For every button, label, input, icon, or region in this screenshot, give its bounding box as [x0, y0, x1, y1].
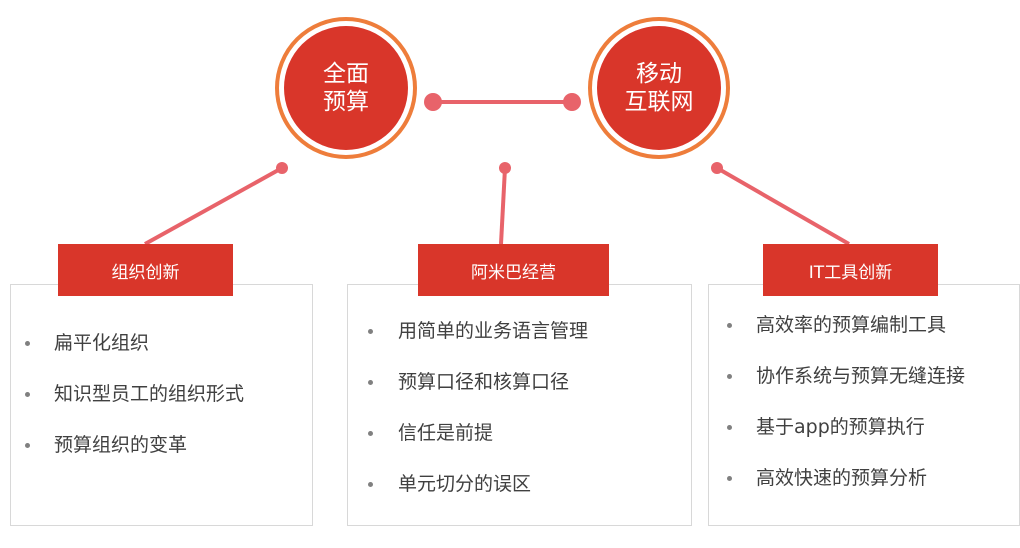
- node-label-line2: 互联网: [624, 89, 694, 115]
- list-item: 预算组织的变革: [11, 433, 312, 457]
- list-item: 用简单的业务语言管理: [348, 319, 691, 343]
- connector-middle: [499, 167, 507, 245]
- list-item: 基于app的预算执行: [709, 415, 1019, 439]
- connector-left: [144, 166, 283, 246]
- list-item: 协作系统与预算无缝连接: [709, 364, 1019, 388]
- bullet-list: 高效率的预算编制工具 协作系统与预算无缝连接 基于app的预算执行 高效快速的预…: [709, 285, 1019, 490]
- node-comprehensive-budget-inner: 全面 预算: [284, 26, 408, 150]
- bullet-list: 用简单的业务语言管理 预算口径和核算口径 信任是前提 单元切分的误区: [348, 285, 691, 496]
- list-item-text: 扁平化组织: [54, 332, 150, 354]
- list-item: 预算口径和核算口径: [348, 370, 691, 394]
- column-title-amoeba: 阿米巴经营: [418, 244, 609, 296]
- bullet-dot: [368, 482, 373, 487]
- bullet-list: 扁平化组织 知识型员工的组织形式 预算组织的变革: [11, 285, 312, 457]
- bullet-dot: [25, 341, 30, 346]
- node-mobile-internet: 移动 互联网: [588, 17, 730, 159]
- list-item-text: 单元切分的误区: [398, 473, 532, 495]
- list-item: 信任是前提: [348, 421, 691, 445]
- bullet-dot: [25, 443, 30, 448]
- list-item-text: 高效率的预算编制工具: [756, 314, 947, 336]
- connector-right: [716, 166, 850, 246]
- link-dot-right: [563, 93, 581, 111]
- bullet-dot: [368, 380, 373, 385]
- list-item-text: 基于app的预算执行: [756, 416, 925, 438]
- bullet-dot: [727, 476, 732, 481]
- list-item-text: 知识型员工的组织形式: [54, 383, 245, 405]
- bullet-dot: [727, 425, 732, 430]
- bullet-dot: [368, 431, 373, 436]
- column-box-organization: 扁平化组织 知识型员工的组织形式 预算组织的变革: [10, 284, 313, 526]
- bullet-dot: [25, 392, 30, 397]
- column-box-amoeba: 用简单的业务语言管理 预算口径和核算口径 信任是前提 单元切分的误区: [347, 284, 692, 526]
- column-title-organization: 组织创新: [58, 244, 233, 296]
- bullet-dot: [727, 374, 732, 379]
- list-item-text: 预算口径和核算口径: [398, 371, 570, 393]
- connector-right-dot: [711, 162, 723, 174]
- bullet-dot: [368, 329, 373, 334]
- connector-middle-dot: [499, 162, 511, 174]
- node-mobile-internet-inner: 移动 互联网: [597, 26, 721, 150]
- link-dot-left: [424, 93, 442, 111]
- list-item: 高效快速的预算分析: [709, 466, 1019, 490]
- list-item-text: 协作系统与预算无缝连接: [756, 365, 966, 387]
- node-label-line1: 移动: [636, 61, 682, 87]
- list-item: 高效率的预算编制工具: [709, 313, 1019, 337]
- column-title-it-tools: IT工具创新: [763, 244, 938, 296]
- list-item-text: 预算组织的变革: [54, 434, 188, 456]
- list-item: 知识型员工的组织形式: [11, 382, 312, 406]
- node-label-line2: 预算: [323, 89, 369, 115]
- list-item-text: 信任是前提: [398, 422, 494, 444]
- list-item: 扁平化组织: [11, 331, 312, 355]
- list-item-text: 高效快速的预算分析: [756, 467, 928, 489]
- bullet-dot: [727, 323, 732, 328]
- node-comprehensive-budget: 全面 预算: [275, 17, 417, 159]
- node-label-line1: 全面: [323, 61, 369, 87]
- list-item-text: 用简单的业务语言管理: [398, 320, 589, 342]
- list-item: 单元切分的误区: [348, 472, 691, 496]
- connector-left-dot: [276, 162, 288, 174]
- column-box-it-tools: 高效率的预算编制工具 协作系统与预算无缝连接 基于app的预算执行 高效快速的预…: [708, 284, 1020, 526]
